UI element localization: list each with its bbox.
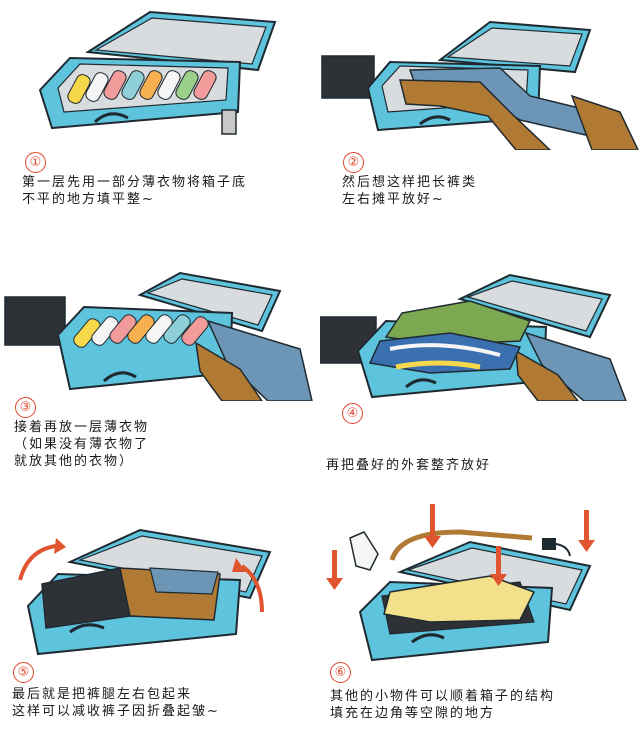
arrow-left-curve bbox=[18, 544, 57, 581]
step-5-caption-line-1: 最后就是把裤腿左右包起来 bbox=[12, 687, 193, 702]
step-4-caption-line-1: 再把叠好的外套整齐放好 bbox=[326, 458, 492, 473]
step-6-caption-line-2: 填充在边角等空隙的地方 bbox=[330, 706, 496, 721]
step-5-panel: ⑤ 最后就是把裤腿左右包起来 这样可以减收裤子因折叠起皱~ bbox=[0, 502, 320, 753]
step-1-number: ① bbox=[25, 152, 46, 173]
step-1-caption-line-2: 不平的地方填平整~ bbox=[22, 192, 155, 207]
step-3-caption-line-1: 接着再放一层薄衣物 bbox=[14, 420, 150, 435]
step-3-caption-line-3: 就放其他的衣物） bbox=[14, 454, 135, 469]
step-3-caption-line-2: （如果没有薄衣物了 bbox=[14, 437, 150, 452]
down-arrows bbox=[326, 504, 595, 590]
step-3-number: ③ bbox=[15, 397, 36, 418]
step-1-panel: ① 第一层先用一部分薄衣物将箱子底 不平的地方填平整~ bbox=[0, 0, 320, 251]
step-3-panel: ③ 接着再放一层薄衣物 （如果没有薄衣物了 就放其他的衣物） bbox=[0, 251, 320, 502]
step-3-illustration bbox=[4, 271, 313, 401]
step-1-caption-line-1: 第一层先用一部分薄衣物将箱子底 bbox=[22, 175, 248, 190]
step-6-number: ⑥ bbox=[330, 662, 351, 683]
charger bbox=[542, 538, 556, 550]
step-1-caption: 第一层先用一部分薄衣物将箱子底 不平的地方填平整~ bbox=[22, 174, 247, 208]
step-4-illustration bbox=[320, 273, 627, 401]
step-2-caption-line-2: 左右摊平放好~ bbox=[342, 192, 445, 207]
step-6-caption: 其他的小物件可以顺着箱子的结构 填充在边角等空隙的地方 bbox=[330, 688, 555, 722]
step-5-caption: 最后就是把裤腿左右包起来 这样可以减收裤子因折叠起皱~ bbox=[12, 686, 220, 720]
step-6-illustration bbox=[326, 504, 595, 662]
step-3-caption: 接着再放一层薄衣物 （如果没有薄衣物了 就放其他的衣物） bbox=[14, 419, 149, 470]
step-5-illustration bbox=[18, 528, 272, 656]
rolled-clothes bbox=[67, 70, 217, 104]
arrow-right-curve bbox=[240, 564, 264, 613]
step-2-panel: ② 然后想这样把长裤类 左右摊平放好~ bbox=[320, 0, 640, 251]
step-2-number: ② bbox=[343, 152, 364, 173]
step-4-caption: 再把叠好的外套整齐放好 bbox=[326, 457, 491, 474]
belt bbox=[389, 529, 533, 561]
step-6-caption-line-1: 其他的小物件可以顺着箱子的结构 bbox=[330, 689, 556, 704]
step-4-panel: ④ 再把叠好的外套整齐放好 bbox=[320, 251, 640, 502]
step-1-illustration bbox=[38, 10, 277, 135]
step-5-caption-line-2: 这样可以减收裤子因折叠起皱~ bbox=[12, 704, 220, 719]
step-2-caption: 然后想这样把长裤类 左右摊平放好~ bbox=[342, 174, 477, 208]
brown-pants bbox=[399, 79, 552, 150]
step-6-panel: ⑥ 其他的小物件可以顺着箱子的结构 填充在边角等空隙的地方 bbox=[320, 502, 640, 753]
step-5-number: ⑤ bbox=[13, 662, 34, 683]
folded-coat-green bbox=[384, 300, 532, 346]
step-2-illustration bbox=[321, 20, 639, 150]
yellow-clothes bbox=[383, 575, 536, 623]
socks bbox=[349, 531, 379, 571]
rolled-clothes-layer-2 bbox=[73, 314, 209, 348]
step-2-caption-line-1: 然后想这样把长裤类 bbox=[342, 175, 478, 190]
step-4-number: ④ bbox=[342, 403, 363, 424]
